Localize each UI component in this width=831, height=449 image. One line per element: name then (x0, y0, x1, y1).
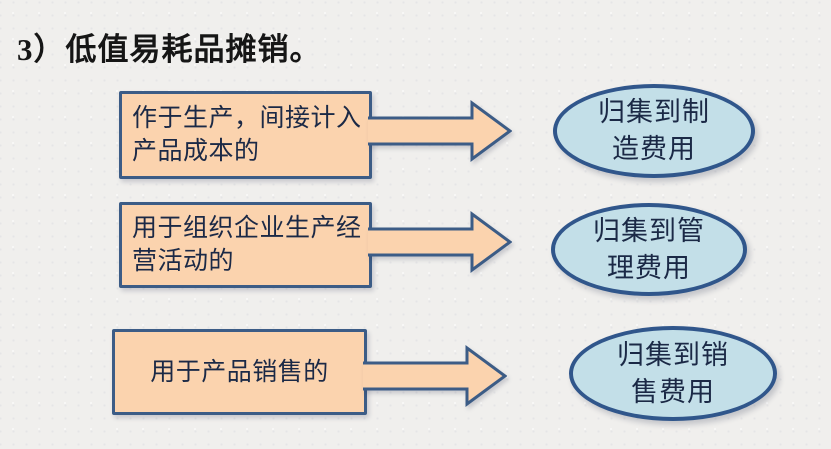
result-ellipse-management-label: 归集到管理费用 (593, 215, 705, 283)
slide-title: 3）低值易耗品摊销。 (17, 32, 322, 67)
condition-box-admin: 用于组织企业生产经营活动的 (119, 202, 372, 288)
result-ellipse-management: 归集到管理费用 (551, 203, 747, 296)
condition-box-sales-label: 用于产品销售的 (150, 358, 329, 386)
result-ellipse-manufacturing: 归集到制造费用 (553, 84, 755, 178)
right-arrow-icon (368, 211, 512, 273)
right-arrow-icon (363, 345, 507, 407)
condition-box-production-label: 作于生产，间接计入产品成本的 (132, 105, 362, 165)
result-ellipse-selling-label: 归集到销售费用 (617, 339, 729, 407)
condition-box-production: 作于生产，间接计入产品成本的 (119, 91, 372, 179)
condition-box-admin-label: 用于组织企业生产经营活动的 (132, 215, 362, 275)
result-ellipse-manufacturing-label: 归集到制造费用 (598, 97, 710, 164)
right-arrow-icon (368, 100, 512, 162)
result-ellipse-selling: 归集到销售费用 (569, 326, 777, 421)
condition-box-sales: 用于产品销售的 (112, 329, 367, 415)
